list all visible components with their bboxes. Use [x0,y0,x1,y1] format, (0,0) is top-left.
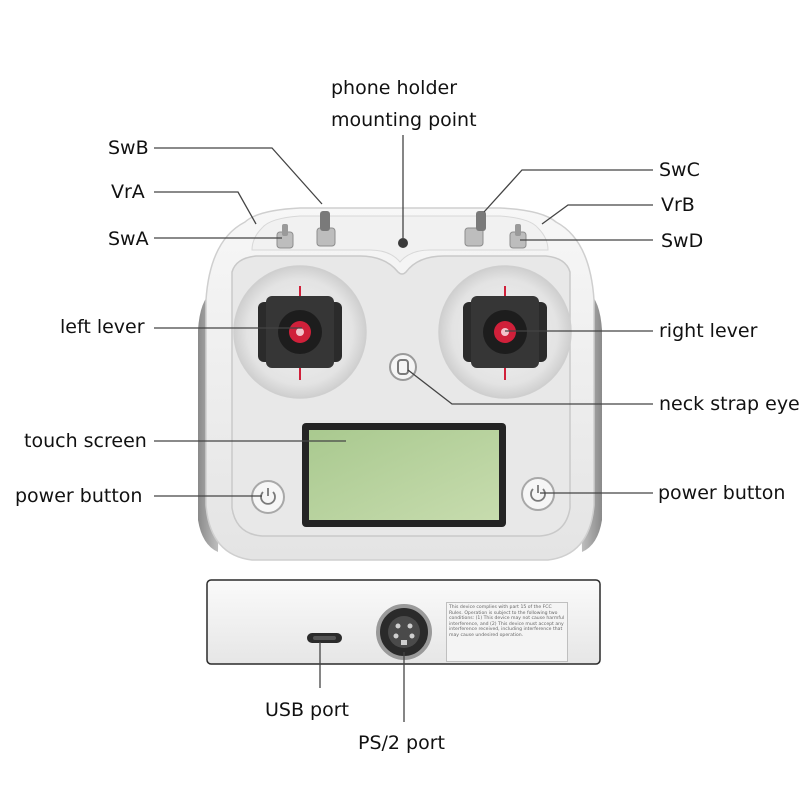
leader-lines [154,135,653,722]
label-phone-holder-2: mounting point [331,109,477,131]
label-swc: SwC [659,159,700,181]
switch-swa [276,224,294,249]
label-vrb: VrB [661,194,695,216]
label-left-lever: left lever [60,316,145,338]
phone-holder-mount [398,238,408,248]
label-touch-screen: touch screen [24,430,147,452]
switch-swc [464,211,486,247]
right-lever [438,265,572,399]
leader-vrb [541,204,653,225]
leader-vra [154,191,257,225]
label-power-button-right: power button [658,482,786,504]
touch-screen [302,423,506,527]
power-button-left [251,480,285,514]
label-phone-holder-1: phone holder [331,77,458,99]
leader-swb [154,147,323,205]
left-lever [233,265,367,399]
label-swa: SwA [108,228,149,250]
leader-neck-strap [407,369,653,405]
label-swd: SwD [661,230,704,252]
label-right-lever: right lever [659,320,758,342]
label-usb-port: USB port [265,699,349,721]
leader-swc [483,169,653,213]
label-ps2-port: PS/2 port [358,732,445,754]
switch-swb [316,211,336,247]
power-button-right [521,477,555,511]
label-power-button-left: power button [15,485,143,507]
label-swb: SwB [108,137,149,159]
neck-strap-eye [389,353,417,381]
label-neck-strap-eye: neck strap eye [659,393,800,415]
fcc-notice-label: This device complies with part 15 of the… [446,602,568,662]
label-vra: VrA [111,181,145,203]
